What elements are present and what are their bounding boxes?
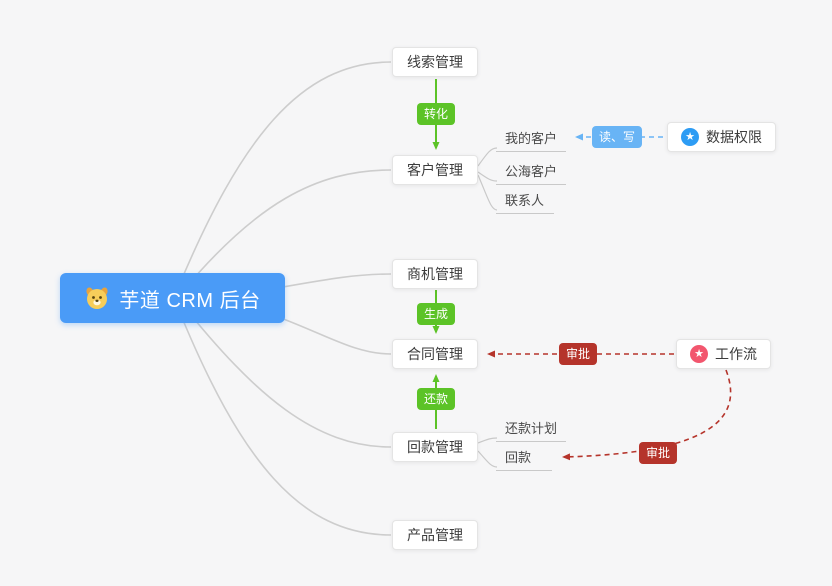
edge-customer-pool — [477, 171, 498, 182]
root-label: 芋道 CRM 后台 — [119, 289, 261, 312]
dog-icon — [84, 285, 110, 311]
star-icon-workflow: ★ — [690, 345, 708, 363]
edge-root-receivable — [181, 303, 392, 448]
node-opportunity[interactable]: 商机管理 — [392, 259, 478, 289]
node-leads-label: 线索管理 — [407, 54, 463, 70]
sub-receipt[interactable]: 回款 — [496, 447, 552, 471]
edge-label-generate: 生成 — [416, 303, 456, 325]
node-receivable[interactable]: 回款管理 — [392, 432, 478, 462]
sub-my-customers[interactable]: 我的客户 — [496, 128, 566, 152]
edge-label-approve-contract: 审批 — [558, 343, 598, 365]
edge-receivable-plan — [477, 437, 498, 444]
node-opportunity-label: 商机管理 — [407, 266, 463, 282]
edge-root-product — [177, 307, 392, 536]
node-contract[interactable]: 合同管理 — [392, 339, 478, 369]
node-leads[interactable]: 线索管理 — [392, 47, 478, 77]
edge-root-customer — [181, 169, 392, 293]
edge-label-read-write: 读、写 — [591, 126, 643, 148]
star-icon-permission: ★ — [681, 128, 699, 146]
arrow-approve-receipt — [562, 369, 732, 461]
edge-customer-contacts — [477, 174, 498, 211]
node-data-permission-label: 数据权限 — [706, 129, 762, 145]
node-product[interactable]: 产品管理 — [392, 520, 478, 550]
node-product-label: 产品管理 — [407, 527, 463, 543]
node-workflow-label: 工作流 — [715, 346, 757, 362]
node-customer-label: 客户管理 — [407, 162, 463, 178]
sub-pool-customers[interactable]: 公海客户 — [496, 161, 566, 185]
edge-label-repay: 还款 — [416, 388, 456, 410]
node-workflow[interactable]: ★ 工作流 — [676, 339, 771, 369]
sub-repayment-plan[interactable]: 还款计划 — [496, 418, 566, 442]
node-contract-label: 合同管理 — [407, 346, 463, 362]
edge-label-convert: 转化 — [416, 103, 456, 125]
edge-root-leads — [177, 61, 392, 289]
node-data-permission[interactable]: ★ 数据权限 — [667, 122, 776, 152]
edge-customer-mine — [477, 147, 498, 167]
node-customer[interactable]: 客户管理 — [392, 155, 478, 185]
edge-label-approve-receipt: 审批 — [638, 442, 678, 464]
sub-contacts[interactable]: 联系人 — [496, 190, 554, 214]
edge-receivable-receipt — [477, 450, 498, 468]
node-receivable-label: 回款管理 — [407, 439, 463, 455]
root-node-crm[interactable]: 芋道 CRM 后台 — [60, 273, 285, 323]
